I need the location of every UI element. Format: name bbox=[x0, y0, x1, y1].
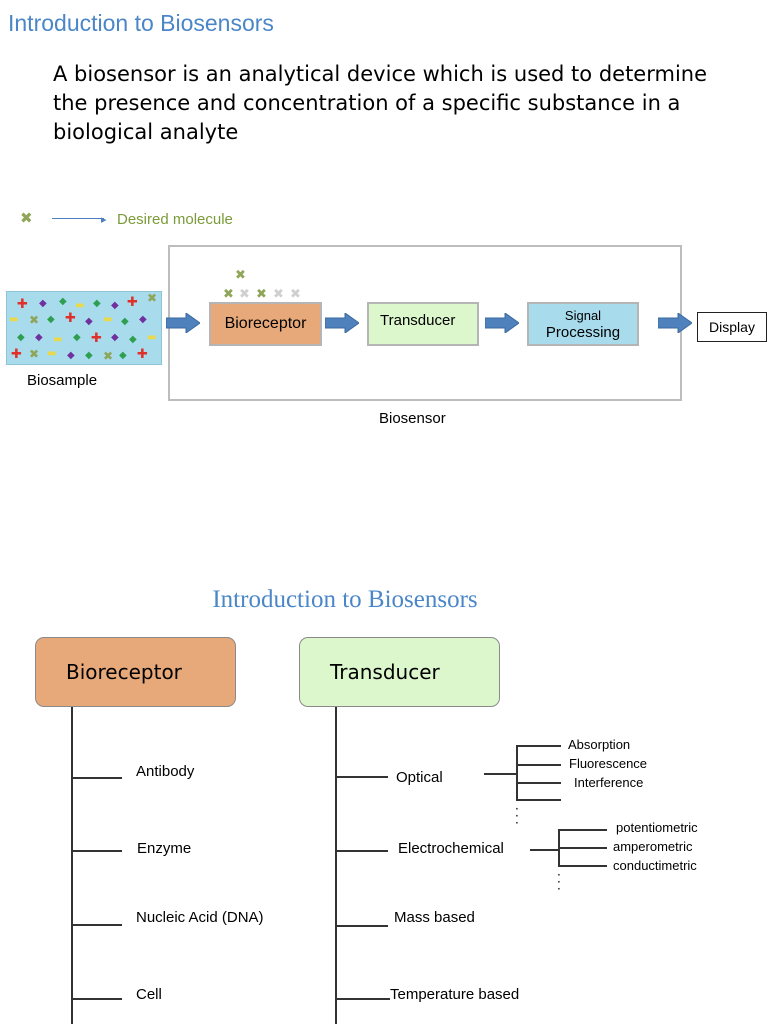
svg-text:◆: ◆ bbox=[73, 332, 81, 343]
tree-branch bbox=[559, 865, 607, 867]
arrow-right-icon bbox=[166, 313, 200, 333]
ellipsis-icon: ··· bbox=[557, 868, 561, 896]
svg-text:✖: ✖ bbox=[103, 349, 113, 363]
legend-arrow-line bbox=[52, 218, 104, 219]
transducer-box: Transducer bbox=[367, 302, 479, 346]
electrochemical-subtype: amperometric bbox=[613, 839, 693, 854]
bioreceptor-item: Nucleic Acid (DNA) bbox=[136, 909, 264, 926]
arrow-right-icon bbox=[658, 313, 692, 333]
bioreceptor-category-box: Bioreceptor bbox=[35, 637, 236, 707]
svg-text:✖: ✖ bbox=[290, 287, 301, 302]
slide-title-top: Introduction to Biosensors bbox=[8, 10, 274, 36]
tree-branch bbox=[72, 924, 122, 926]
bioreceptor-box: Bioreceptor bbox=[209, 302, 322, 346]
svg-text:◆: ◆ bbox=[119, 350, 127, 361]
optical-subtype: Interference bbox=[574, 775, 644, 790]
svg-text:◆: ◆ bbox=[121, 316, 129, 327]
transducer-item: Mass based bbox=[394, 909, 475, 926]
bioreceptor-item: Antibody bbox=[136, 763, 195, 780]
transducer-item: Temperature based bbox=[390, 986, 520, 1003]
biosample-image: ✚ ◆ ◆ ▬ ◆ ◆ ✚ ✖ ▬ ✖ ◆ ✚ ◆ ▬ ◆ ◆ ◆ ◆ ▬ ◆ … bbox=[6, 291, 162, 365]
transducer-tree-trunk bbox=[335, 707, 337, 1024]
svg-text:✖: ✖ bbox=[239, 287, 250, 302]
svg-text:✖: ✖ bbox=[256, 287, 267, 302]
svg-text:▬: ▬ bbox=[75, 300, 84, 311]
bioreceptor-item: Enzyme bbox=[137, 840, 192, 857]
svg-text:◆: ◆ bbox=[111, 332, 119, 343]
optical-subtype: Absorption bbox=[568, 737, 631, 752]
svg-text:◆: ◆ bbox=[111, 300, 119, 311]
receptor-molecules-icon: ✖ ✖ ✖ ✖ ✖ ✖ bbox=[223, 268, 301, 302]
biosample-molecules: ✚ ◆ ◆ ▬ ◆ ◆ ✚ ✖ ▬ ✖ ◆ ✚ ◆ ▬ ◆ ◆ ◆ ◆ ▬ ◆ … bbox=[9, 292, 157, 363]
svg-text:◆: ◆ bbox=[85, 350, 93, 361]
svg-text:◆: ◆ bbox=[35, 332, 43, 343]
transducer-category-box: Transducer bbox=[299, 637, 500, 707]
tree-branch bbox=[72, 998, 122, 1000]
bioreceptor-item: Cell bbox=[136, 986, 162, 1003]
tree-branch bbox=[336, 776, 388, 778]
tree-branch bbox=[336, 925, 388, 927]
bioreceptor-tree-trunk bbox=[71, 707, 73, 1024]
signal-label: Signal bbox=[564, 308, 602, 323]
tree-branch bbox=[517, 764, 561, 766]
biosensor-label: Biosensor bbox=[379, 410, 446, 427]
svg-text:▬: ▬ bbox=[147, 332, 156, 343]
tree-branch bbox=[484, 773, 516, 775]
svg-text:◆: ◆ bbox=[17, 332, 25, 343]
processing-label: Processing bbox=[545, 324, 621, 341]
svg-text:✚: ✚ bbox=[137, 347, 148, 362]
display-box: Display bbox=[697, 312, 767, 342]
biosample-label: Biosample bbox=[27, 372, 98, 389]
svg-text:✚: ✚ bbox=[65, 311, 76, 326]
electrochemical-subtype: potentiometric bbox=[616, 820, 698, 835]
tree-branch bbox=[72, 850, 122, 852]
svg-text:◆: ◆ bbox=[67, 350, 75, 361]
intro-paragraph: A biosensor is an analytical device whic… bbox=[53, 62, 708, 144]
desired-molecule-icon: ✖ bbox=[20, 209, 33, 227]
svg-text:◆: ◆ bbox=[59, 296, 67, 307]
tree-branch bbox=[559, 847, 607, 849]
arrow-right-icon bbox=[325, 313, 359, 333]
tree-branch bbox=[517, 782, 561, 784]
optical-subtree-trunk bbox=[516, 745, 518, 801]
svg-text:✖: ✖ bbox=[147, 292, 157, 305]
svg-text:▬: ▬ bbox=[103, 314, 112, 325]
tree-branch bbox=[336, 998, 390, 1000]
legend-arrow-head: ▸ bbox=[101, 213, 107, 226]
transducer-item: Electrochemical bbox=[398, 840, 504, 857]
svg-text:◆: ◆ bbox=[39, 298, 47, 309]
tree-branch bbox=[72, 777, 122, 779]
svg-text:▬: ▬ bbox=[9, 314, 18, 325]
slide-title-bottom: Introduction to Biosensors bbox=[212, 586, 478, 613]
arrow-right-icon bbox=[485, 313, 519, 333]
transducer-item: Optical bbox=[396, 769, 443, 786]
svg-text:✖: ✖ bbox=[235, 268, 246, 283]
svg-text:◆: ◆ bbox=[139, 314, 147, 325]
svg-text:✖: ✖ bbox=[29, 313, 39, 327]
svg-text:▬: ▬ bbox=[47, 348, 56, 359]
svg-text:◆: ◆ bbox=[85, 316, 93, 327]
tree-branch bbox=[336, 850, 388, 852]
svg-text:✖: ✖ bbox=[273, 287, 284, 302]
optical-subtype: Fluorescence bbox=[569, 756, 648, 771]
svg-text:▬: ▬ bbox=[53, 334, 62, 345]
tree-branch bbox=[559, 829, 607, 831]
svg-text:✚: ✚ bbox=[17, 297, 28, 312]
ellipsis-icon: ··· bbox=[515, 802, 519, 830]
legend-label: Desired molecule bbox=[117, 211, 233, 228]
electrochemical-subtype: conductimetric bbox=[613, 858, 697, 873]
svg-text:✖: ✖ bbox=[223, 287, 234, 302]
svg-text:◆: ◆ bbox=[129, 334, 137, 345]
signal-processing-box: Signal Processing bbox=[527, 302, 639, 346]
svg-text:◆: ◆ bbox=[47, 314, 55, 325]
svg-text:✖: ✖ bbox=[29, 347, 39, 361]
tree-branch bbox=[517, 799, 561, 801]
svg-text:✚: ✚ bbox=[91, 331, 102, 346]
svg-text:◆: ◆ bbox=[93, 298, 101, 309]
tree-branch bbox=[517, 745, 561, 747]
svg-text:✚: ✚ bbox=[127, 295, 138, 310]
tree-branch bbox=[530, 849, 558, 851]
svg-text:✚: ✚ bbox=[11, 347, 22, 362]
